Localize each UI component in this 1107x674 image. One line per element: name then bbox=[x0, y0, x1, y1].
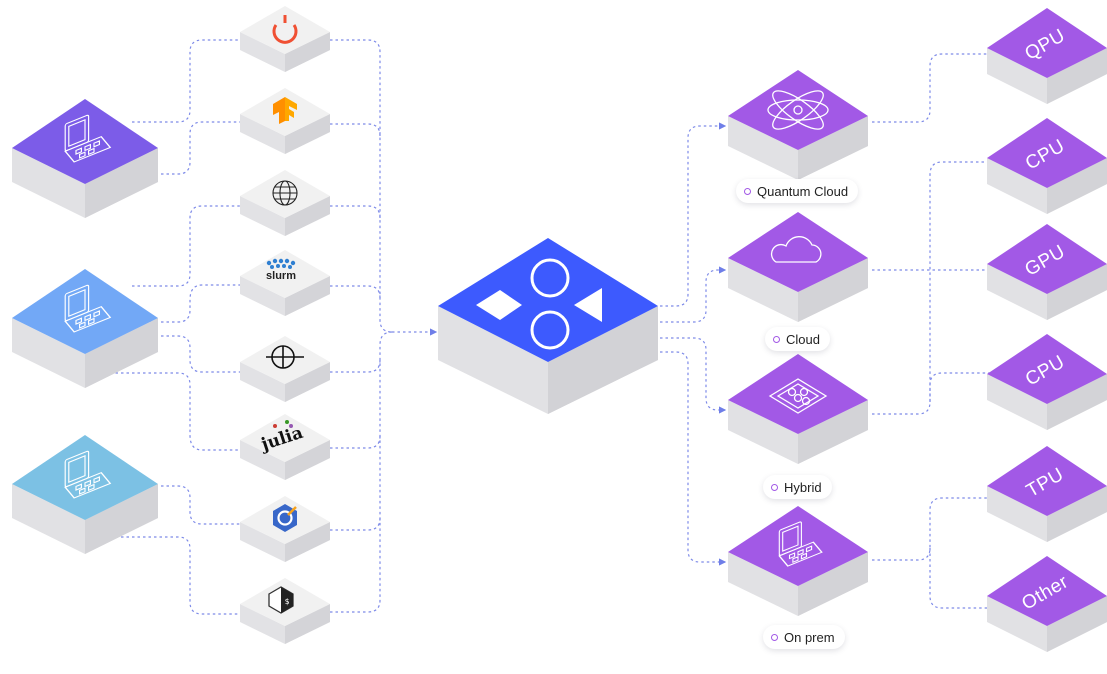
connector bbox=[660, 351, 727, 566]
hardware-tile-other[interactable]: Other bbox=[987, 556, 1107, 652]
connector bbox=[872, 161, 990, 415]
connector bbox=[330, 285, 381, 299]
integration-tile-1[interactable] bbox=[240, 6, 330, 72]
target-tile-cloud[interactable] bbox=[728, 212, 868, 322]
integration-tile-4[interactable]: slurm bbox=[240, 250, 330, 316]
connector bbox=[330, 435, 381, 449]
connector bbox=[660, 122, 727, 307]
terminal-hex-icon: $ bbox=[268, 586, 294, 614]
connector bbox=[150, 485, 242, 525]
integration-tile-5[interactable] bbox=[240, 336, 330, 402]
slurm-logo-icon: slurm bbox=[266, 258, 296, 282]
connector bbox=[150, 335, 242, 373]
connector bbox=[330, 359, 381, 373]
connector bbox=[150, 284, 242, 323]
client-tile-1[interactable] bbox=[12, 99, 158, 218]
connectors bbox=[110, 39, 990, 615]
power-ring-icon bbox=[272, 15, 298, 44]
bullet-icon bbox=[744, 187, 751, 195]
laptop-icon bbox=[64, 284, 112, 333]
laptop-icon bbox=[64, 114, 112, 163]
hex-cube-icon bbox=[273, 504, 297, 532]
laptop-icon bbox=[64, 450, 112, 499]
target-tile-on-prem[interactable] bbox=[728, 506, 868, 616]
connector bbox=[110, 536, 242, 615]
connector bbox=[132, 205, 242, 287]
tensorflow-logo-icon bbox=[273, 97, 297, 124]
client-tile-2[interactable] bbox=[12, 269, 158, 388]
connector bbox=[929, 548, 990, 609]
integration-tile-3[interactable] bbox=[240, 170, 330, 236]
connector bbox=[660, 337, 727, 414]
cloud-icon bbox=[770, 236, 822, 263]
client-tile-3[interactable] bbox=[12, 435, 158, 554]
target-label-cloud: Cloud bbox=[765, 327, 830, 351]
bullet-icon bbox=[771, 483, 778, 491]
target-label-text: Quantum Cloud bbox=[757, 183, 849, 199]
globe-icon bbox=[272, 180, 298, 206]
target-label-quantum-cloud: Quantum Cloud bbox=[736, 179, 859, 203]
chip-grid-icon bbox=[768, 378, 828, 414]
connector bbox=[150, 121, 242, 175]
connector bbox=[929, 372, 990, 402]
laptop-icon bbox=[778, 521, 823, 567]
bullet-icon bbox=[771, 633, 778, 641]
hub-tile[interactable] bbox=[438, 238, 658, 414]
target-tile-quantum-cloud[interactable] bbox=[728, 70, 868, 180]
connector bbox=[110, 372, 242, 451]
connector bbox=[330, 123, 381, 137]
atom-icon bbox=[767, 90, 829, 130]
connector bbox=[132, 39, 242, 123]
terminal-prompt: $ bbox=[285, 597, 290, 606]
connector bbox=[330, 517, 381, 531]
integration-tile-6[interactable]: julia bbox=[240, 414, 330, 480]
slurm-wordmark: slurm bbox=[266, 270, 296, 282]
integration-tile-8[interactable]: $ bbox=[240, 578, 330, 644]
target-label-text: Hybrid bbox=[784, 479, 822, 495]
integration-tile-2[interactable] bbox=[240, 88, 330, 154]
shapes-logo-icon bbox=[476, 258, 602, 350]
hardware-tile-tpu[interactable]: TPU bbox=[987, 446, 1107, 542]
connector bbox=[330, 39, 393, 333]
target-label-text: Cloud bbox=[786, 331, 820, 347]
hardware-tile-gpu[interactable]: GPU bbox=[987, 224, 1107, 320]
bullet-icon bbox=[773, 335, 780, 343]
target-label-text: On prem bbox=[784, 629, 835, 645]
hardware-tile-cpu[interactable]: CPU bbox=[987, 334, 1107, 430]
target-label-on-prem: On prem bbox=[763, 625, 845, 649]
integration-tile-7[interactable] bbox=[240, 496, 330, 562]
hardware-tile-cpu[interactable]: CPU bbox=[987, 118, 1107, 214]
connector bbox=[330, 205, 381, 219]
connector bbox=[872, 53, 990, 123]
hardware-tile-qpu[interactable]: QPU bbox=[987, 8, 1107, 104]
target-tile-hybrid[interactable] bbox=[728, 354, 868, 464]
connector bbox=[330, 331, 393, 613]
target-label-hybrid: Hybrid bbox=[763, 475, 832, 499]
connector bbox=[660, 266, 727, 323]
connector bbox=[872, 497, 990, 561]
circle-cross-icon bbox=[266, 345, 304, 369]
